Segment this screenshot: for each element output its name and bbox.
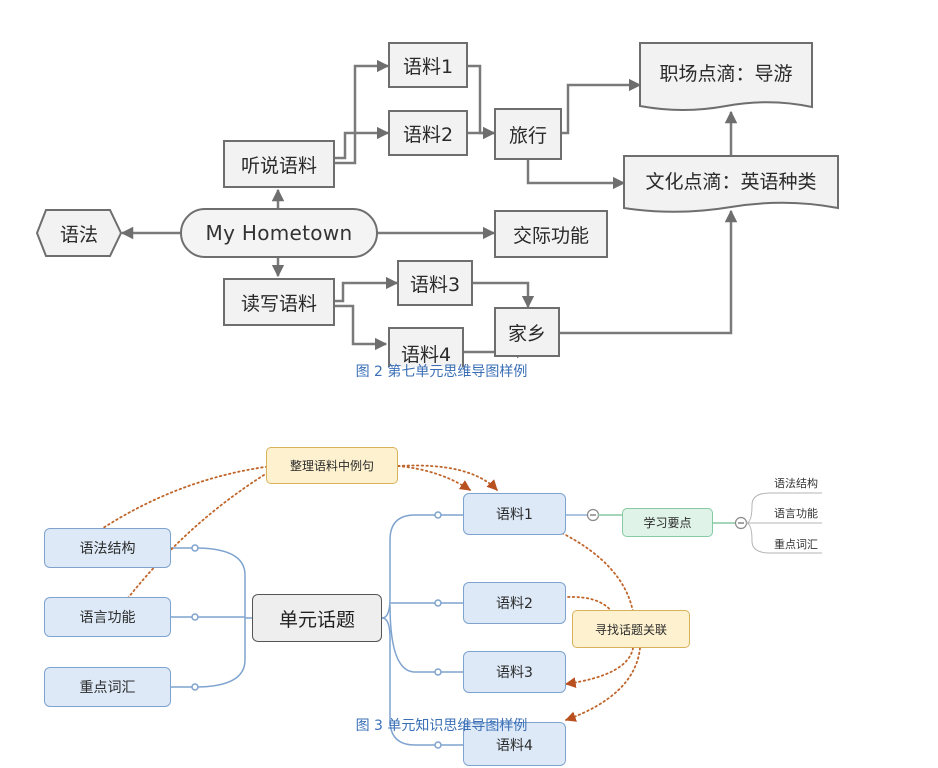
arrow-listening-to-corpus1 — [335, 59, 390, 165]
arrow-travel-to-career — [562, 78, 642, 135]
culture-document-shape — [623, 155, 839, 213]
communication-node: 交际功能 — [494, 210, 608, 258]
career-document-shape — [639, 42, 813, 111]
corpus2-topic-node: 语料2 — [463, 582, 566, 624]
listening-node: 听说语料 — [223, 140, 335, 188]
corpus4-node: 语料4 — [388, 327, 464, 367]
travel-label: 旅行 — [508, 124, 547, 147]
learning-points-node: 学习要点 — [622, 508, 713, 537]
corpus1-node: 语料1 — [388, 42, 468, 88]
figure3-dotted-relations — [99, 464, 641, 722]
reading-node: 读写语料 — [223, 278, 335, 326]
reading-label: 读写语料 — [240, 292, 317, 315]
hometown-label: 家乡 — [507, 322, 546, 345]
collapse-toggle-corpus1[interactable] — [586, 508, 600, 522]
figure2-arrows — [120, 59, 738, 359]
leaf-key-vocabulary: 重点词汇 — [768, 535, 824, 552]
listening-label: 听说语料 — [240, 154, 317, 177]
grammar-structure-node: 语法结构 — [44, 528, 171, 568]
corpus1-label: 语料1 — [402, 55, 454, 78]
figure3-caption: 图 3 单元知识思维导图样例 — [355, 718, 528, 734]
corpus3-topic-node: 语料3 — [463, 651, 566, 693]
organize-examples-node: 整理语料中例句 — [266, 447, 398, 484]
arrow-corpus3-to-hometown — [473, 281, 535, 309]
find-links-label: 寻找话题关联 — [594, 622, 667, 637]
unit-topic-node: 单元话题 — [252, 594, 382, 642]
arrow-travel-to-culture — [526, 160, 626, 190]
language-function-label: 语言功能 — [79, 610, 136, 626]
leaf-language-function: 语言功能 — [768, 504, 824, 521]
culture-label: 文化点滴：英语种类 — [645, 170, 817, 193]
leaf-grammar-structure-label: 语法结构 — [774, 476, 818, 490]
figure3-connector-dots — [191, 511, 442, 749]
arrow-reading-to-corpus3 — [335, 276, 399, 303]
corpus4-topic-label: 语料4 — [496, 738, 533, 754]
corpus1-topic-node: 语料1 — [463, 493, 566, 535]
figure3-leaf-lines — [745, 492, 822, 554]
learning-points-label: 学习要点 — [643, 516, 692, 530]
center-label: My Hometown — [205, 221, 353, 245]
arrow-hometown-to-culture — [560, 209, 738, 335]
leaf-key-vocabulary-label: 重点词汇 — [774, 537, 818, 551]
figure3-branches — [171, 514, 592, 746]
grammar-hexagon — [35, 209, 123, 257]
culture-node: 文化点滴：英语种类 — [624, 157, 838, 203]
leaf-language-function-label: 语言功能 — [774, 506, 818, 520]
arrow-reading-to-corpus4 — [335, 304, 388, 351]
key-vocabulary-label: 重点词汇 — [79, 680, 136, 696]
corpus3-topic-label: 语料3 — [496, 665, 533, 681]
career-label: 职场点滴：导游 — [659, 62, 793, 85]
corpus3-node: 语料3 — [397, 260, 473, 306]
corpus3-label: 语料3 — [409, 273, 461, 296]
center-node: My Hometown — [180, 208, 378, 258]
corpus4-label: 语料4 — [400, 344, 452, 366]
corpus4-topic-node: 语料4 — [463, 722, 566, 766]
travel-node: 旅行 — [494, 108, 562, 160]
corpus2-node: 语料2 — [388, 110, 468, 156]
leaf-grammar-structure: 语法结构 — [768, 474, 824, 491]
language-function-node: 语言功能 — [44, 597, 171, 637]
corpus2-label: 语料2 — [402, 123, 454, 146]
career-node: 职场点滴：导游 — [640, 44, 812, 100]
figure2-caption: 图 2 第七单元思维导图样例 — [355, 364, 528, 380]
grammar-node: 语法 — [40, 210, 118, 256]
grammar-structure-label: 语法结构 — [79, 541, 136, 557]
corpus1-topic-label: 语料1 — [496, 507, 533, 523]
communication-label: 交际功能 — [512, 224, 589, 247]
find-links-node: 寻找话题关联 — [572, 610, 690, 648]
hometown-node: 家乡 — [494, 307, 560, 357]
corpus2-topic-label: 语料2 — [496, 596, 533, 612]
grammar-label: 语法 — [59, 223, 98, 246]
key-vocabulary-node: 重点词汇 — [44, 667, 171, 707]
arrow-listening-to-corpus2 — [335, 126, 390, 160]
unit-topic-label: 单元话题 — [278, 608, 355, 631]
organize-examples-label: 整理语料中例句 — [289, 459, 374, 473]
